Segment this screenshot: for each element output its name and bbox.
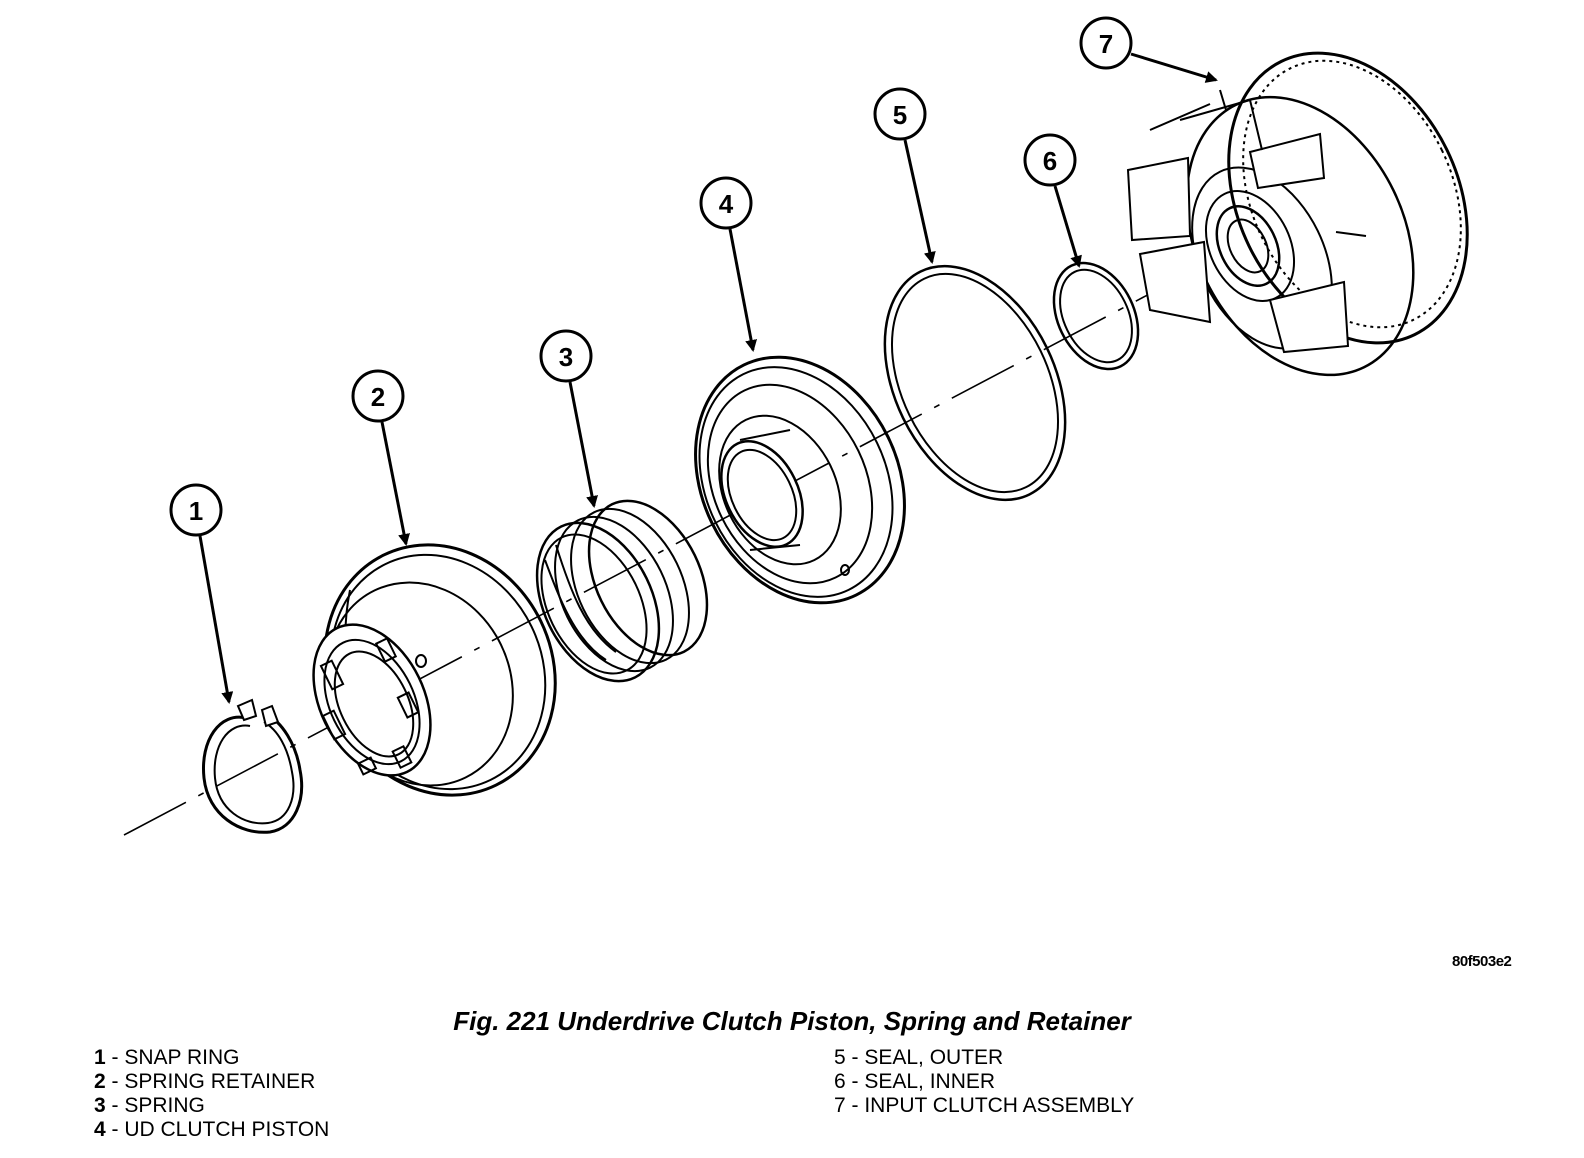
callout-6: 6 [1023,133,1082,268]
callout-1-label: 1 [189,496,203,526]
legend-item-number: 7 [834,1094,846,1117]
legend-item-label: - INPUT CLUTCH ASSEMBLY [845,1094,1135,1117]
center-axis [123,261,1211,836]
callout-7: 7 [1079,16,1218,83]
legend-right-column: 5 - SEAL, OUTER 6 - SEAL, INNER 7 - INPU… [834,1046,1134,1118]
legend-item-number: 6 [834,1070,846,1093]
callout-3: 3 [539,329,598,508]
legend-left-column: 1 - SNAP RING 2 - SPRING RETAINER 3 - SP… [94,1046,329,1142]
legend-item: 3 - SPRING [94,1094,329,1118]
callout-7-label: 7 [1099,29,1113,59]
legend-item: 1 - SNAP RING [94,1046,329,1070]
legend-item: 5 - SEAL, OUTER [834,1046,1134,1070]
legend-item: 6 - SEAL, INNER [834,1070,1134,1094]
callout-2-label: 2 [371,382,385,412]
callout-1: 1 [169,483,234,704]
callout-5-label: 5 [893,100,907,130]
part-input-clutch-assembly [1126,51,1469,377]
legend-item-label: - SNAP RING [105,1046,240,1069]
part-seal-outer [883,264,1067,502]
legend-item-label: - SEAL, OUTER [845,1046,1004,1069]
legend-item-label: - SPRING RETAINER [105,1070,316,1093]
callout-4-label: 4 [719,189,734,219]
legend-item-label: - SEAL, INNER [845,1070,996,1093]
legend-item-number: 4 [94,1118,106,1141]
legend-item-label: - SPRING [105,1094,205,1117]
part-seal-inner [1052,261,1140,371]
legend-item-number: 2 [94,1070,106,1093]
legend-item: 7 - INPUT CLUTCH ASSEMBLY [834,1094,1134,1118]
callout-6-label: 6 [1043,146,1057,176]
legend-item-label: - UD CLUTCH PISTON [105,1118,330,1141]
callout-5: 5 [873,87,936,264]
part-snap-ring [202,698,304,834]
legend-item-number: 1 [94,1046,106,1069]
part-spring [535,499,709,683]
legend-item: 2 - SPRING RETAINER [94,1070,329,1094]
part-ud-clutch-piston [694,355,906,605]
callout-4: 4 [699,176,758,352]
figure-caption: Fig. 221 Underdrive Clutch Piston, Sprin… [453,1006,1131,1036]
legend-item: 4 - UD CLUTCH PISTON [94,1118,329,1142]
part-spring-retainer [312,543,557,797]
legend-item-number: 3 [94,1094,106,1117]
figure-reference-code: 80f503e2 [1452,953,1512,970]
callout-3-label: 3 [559,342,573,372]
callout-2: 2 [351,369,410,546]
legend-item-number: 5 [834,1046,846,1069]
